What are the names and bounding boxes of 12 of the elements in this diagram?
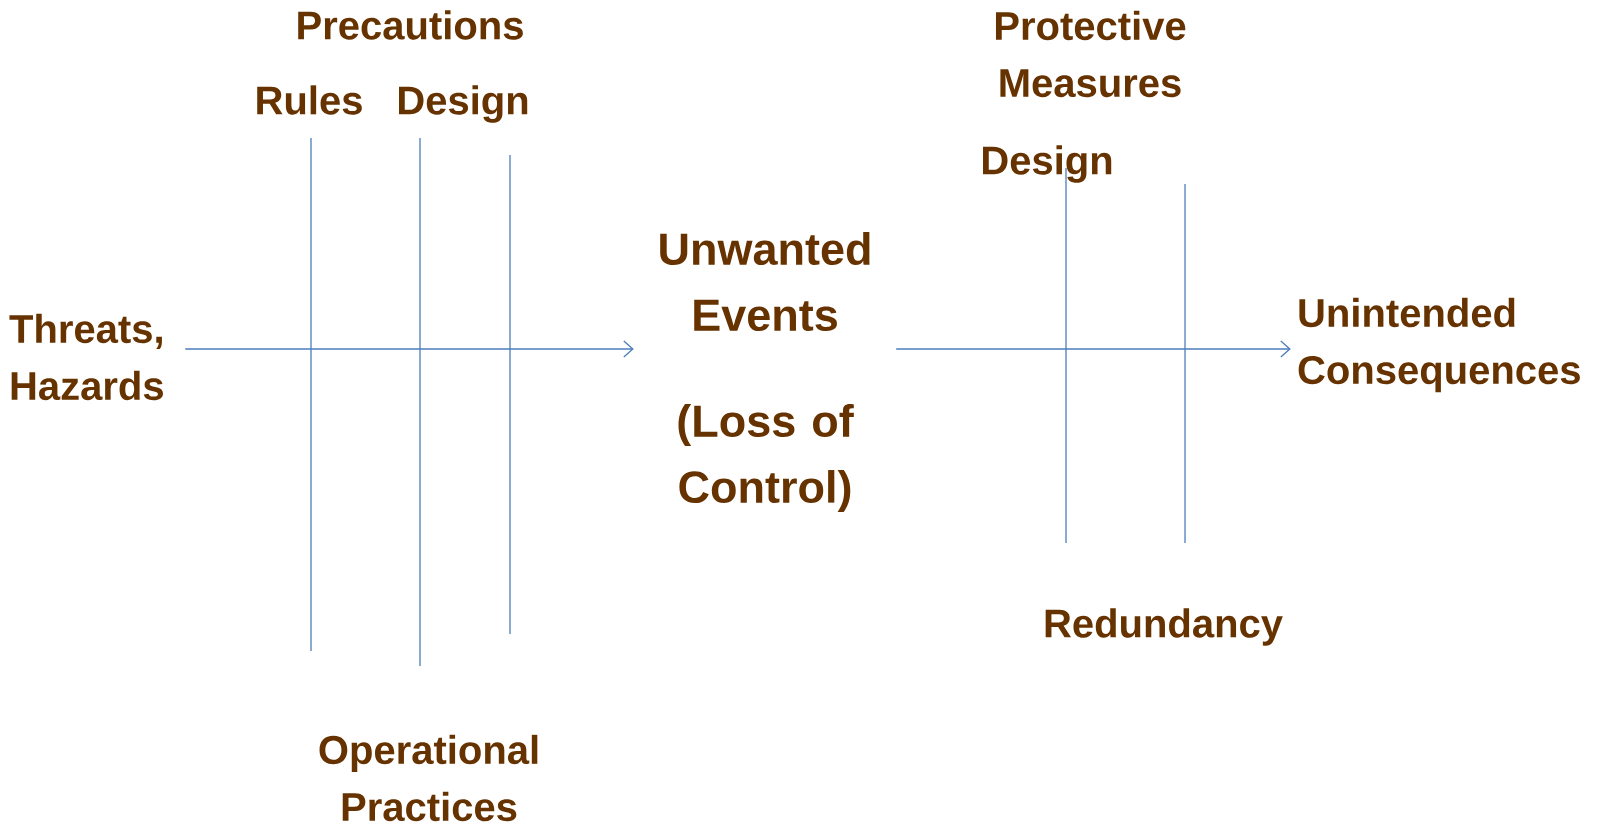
arrow xyxy=(184,340,634,358)
barrier-label: Design xyxy=(399,85,528,123)
node-text: Unwanted Events (Loss of Control) xyxy=(660,232,870,512)
barrier-label: Design xyxy=(983,145,1112,183)
barrier-label: Rules xyxy=(257,85,362,115)
barrier-label: Operational Practices xyxy=(319,734,538,822)
node-text: Unintended Consequences xyxy=(1298,297,1580,393)
arrow xyxy=(895,340,1291,358)
barrier-label: Precautions xyxy=(298,10,523,40)
barrier-label: Redundancy xyxy=(1045,608,1283,646)
node-text: Threats, Hazards xyxy=(9,313,163,401)
barrier-label: Protective Measures xyxy=(996,10,1186,98)
